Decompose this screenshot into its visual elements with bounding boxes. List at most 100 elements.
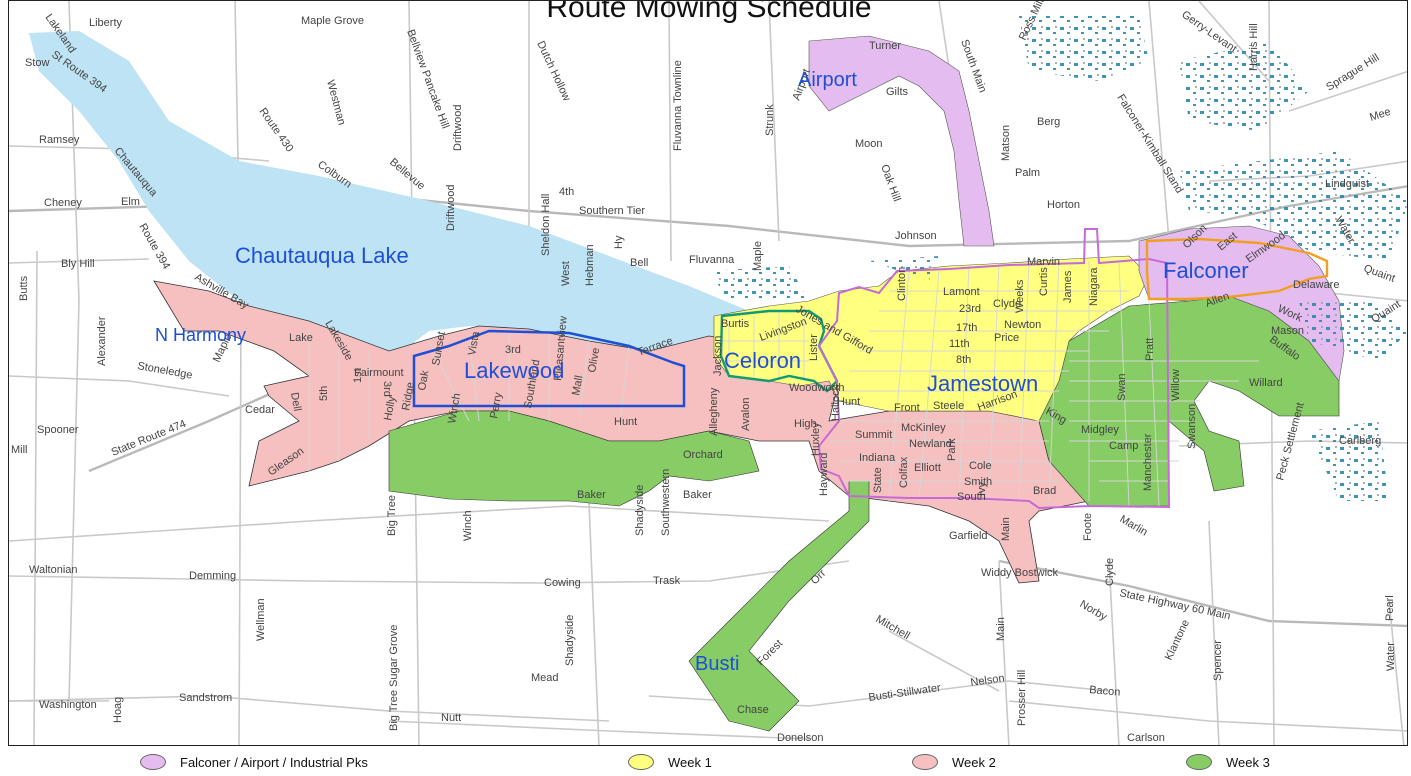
road-label-17th: 17th <box>956 322 977 334</box>
road-label-gilts: Gilts <box>886 86 909 98</box>
road-label-camp: Camp <box>1109 440 1138 452</box>
road-label-newland: Newland <box>909 438 952 450</box>
road-label-garfield: Garfield <box>949 530 988 542</box>
road-label-winch: Winch <box>462 510 474 541</box>
legend-swatch-week3 <box>1186 754 1212 770</box>
legend-item-week1: Week 1 <box>628 754 712 770</box>
road-label-elliott: Elliott <box>914 462 941 474</box>
road-label-nelson: Nelson <box>970 672 1006 689</box>
road-label-mill-w: Mill <box>11 444 28 456</box>
road-label-maple-n: Maple <box>752 241 764 271</box>
road-label-waltonian: Waltonian <box>29 564 78 576</box>
road-label-midgley: Midgley <box>1081 424 1119 436</box>
area-label-chautauqua-lake: Chautauqua Lake <box>235 243 409 268</box>
road-label-clyde-n: Clyde <box>993 298 1021 310</box>
road-label-forest: Forest <box>755 638 786 669</box>
road-label-fluvanna: Fluvanna <box>689 254 735 266</box>
week1-zone <box>713 255 1150 422</box>
road-label-klantone: Klantone <box>1163 618 1192 662</box>
road-label-sandstrom: Sandstrom <box>179 692 232 704</box>
road-label-olive: Olive <box>586 347 602 374</box>
map-title: Route Mowing Schedule <box>546 0 872 24</box>
road-label-bacon: Bacon <box>1089 684 1121 699</box>
road-label-donelson: Donelson <box>777 732 823 744</box>
road-label-hayward: Hayward <box>818 453 830 496</box>
road-label-perry: Perry <box>488 391 504 419</box>
road-label-palm: Palm <box>1015 167 1040 179</box>
road-label-pearl: Pearl <box>1384 595 1396 621</box>
road-label-norby: Norby <box>1078 598 1110 623</box>
map-legend: Falconer / Airport / Industrial Pks Week… <box>0 750 1411 776</box>
legend-swatch-week1 <box>628 754 654 770</box>
road-label-huxley: Huxley <box>810 422 822 456</box>
road-label-niagara: Niagara <box>1088 267 1100 306</box>
road-label-big-tree: Big Tree <box>386 495 398 536</box>
road-label-swan: Swan <box>1116 373 1128 401</box>
road-label-high: High <box>794 418 817 430</box>
area-label-busti: Busti <box>695 653 739 675</box>
road-label-spencer: Spencer <box>1212 640 1224 681</box>
road-label-newton: Newton <box>1004 319 1041 331</box>
map-canvas[interactable]: Maple Grove Liberty Lakeland Stow St Rou… <box>9 1 1408 746</box>
road-label-ramsey: Ramsey <box>39 134 80 146</box>
road-label-main-far-s: Main <box>995 617 1007 641</box>
legend-label-week2: Week 2 <box>952 754 996 770</box>
road-label-smith: Smith <box>964 476 992 488</box>
road-label-colfax: Colfax <box>898 456 910 488</box>
road-label-allegheny: Allegheny <box>708 387 720 436</box>
road-label-westman: Westman <box>324 79 348 127</box>
road-label-bell: Bell <box>630 257 648 269</box>
legend-label-falconer: Falconer / Airport / Industrial Pks <box>180 754 368 770</box>
road-label-dell: Dell <box>288 391 303 412</box>
road-label-elm: Elm <box>121 196 140 208</box>
road-label-spooner: Spooner <box>37 424 79 436</box>
road-label-maple-grove: Maple Grove <box>301 15 364 27</box>
road-label-clinton: Clinton <box>896 267 908 301</box>
road-label-widdy-bostwick: Widdy Bostwick <box>981 567 1059 579</box>
chautauqua-lake-shape <box>29 31 809 361</box>
area-label-n-harmony: N Harmony <box>155 325 246 345</box>
road-label-johnson: Johnson <box>895 230 937 242</box>
road-label-stow: Stow <box>25 57 50 69</box>
road-label-mee: Mee <box>1368 106 1392 124</box>
road-label-curtis: Curtis <box>1038 267 1050 296</box>
road-label-mitchell: Mitchell <box>874 613 912 642</box>
road-label-marlin: Marlin <box>1118 513 1150 538</box>
road-label-3rd-w: 3rd <box>381 381 393 397</box>
area-labels: Chautauqua Lake N Harmony Lakewood Celor… <box>155 69 1249 675</box>
road-label-indiana: Indiana <box>859 452 896 464</box>
road-label-marvin: Marvin <box>1027 256 1060 268</box>
legend-item-week2: Week 2 <box>912 754 996 770</box>
road-label-washington: Washington <box>39 699 97 711</box>
road-label-lindquist: Lindquist <box>1325 178 1369 190</box>
road-label-cole: Cole <box>969 460 992 472</box>
map-frame[interactable]: Maple Grove Liberty Lakeland Stow St Rou… <box>8 0 1408 746</box>
road-label-demming: Demming <box>189 570 236 582</box>
road-label-cheney: Cheney <box>44 197 82 209</box>
road-label-south: South <box>957 491 986 503</box>
road-label-sunset: Sunset <box>430 331 448 367</box>
road-label-falconer-kimball-stand: Falconer-Kimball Stand <box>1114 92 1185 195</box>
legend-label-week3: Week 3 <box>1226 754 1270 770</box>
road-label-water-s: Water <box>1385 642 1397 671</box>
road-label-matson: Matson <box>1000 125 1012 161</box>
road-label-turner: Turner <box>869 40 901 52</box>
road-label-berg: Berg <box>1037 116 1060 128</box>
road-label-chase: Chase <box>737 704 769 716</box>
road-label-summit: Summit <box>855 429 892 441</box>
base-road-network <box>9 1 1407 745</box>
road-label-west: West <box>560 261 572 286</box>
road-label-clyde-s: Clyde <box>1104 558 1116 586</box>
road-label-cowing: Cowing <box>544 577 581 589</box>
road-label-big-tree-sugar-grove: Big Tree Sugar Grove <box>388 625 400 731</box>
road-label-fairmount: Fairmount <box>354 367 404 379</box>
airport-zone <box>808 35 995 247</box>
road-label-willard: Willard <box>1249 377 1283 389</box>
road-label-driftwood-s: Driftwood <box>445 185 457 231</box>
road-label-nutt: Nutt <box>441 712 461 724</box>
road-label-23rd: 23rd <box>959 303 981 315</box>
road-label-front: Front <box>894 402 920 414</box>
road-label-foote: Foote <box>1082 513 1094 541</box>
road-label-harris-hill: Harris Hill <box>1248 23 1260 71</box>
road-label-southwestern: Southwestern <box>660 469 672 536</box>
